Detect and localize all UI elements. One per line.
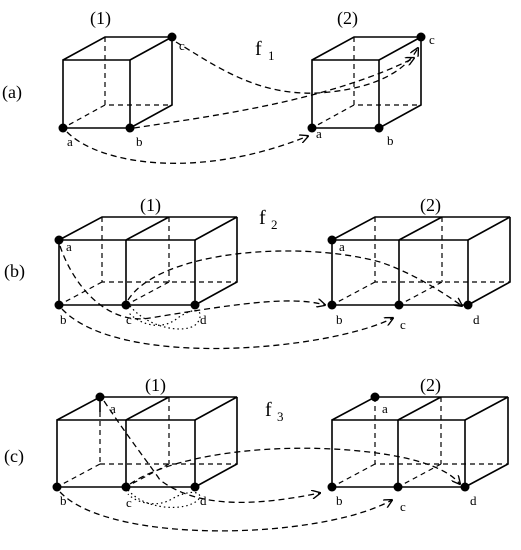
row-c-right-label-c: c (400, 499, 406, 514)
row-a-left-vertex-a (58, 123, 68, 133)
row-b-map-c (127, 250, 462, 306)
row-a-right-vertex-c (416, 32, 426, 42)
row-c-right-vertex-d (460, 482, 470, 492)
row-c-left-vertex-c (121, 482, 131, 492)
row-a-function-subscript: 1 (268, 48, 275, 63)
row-a-right-label-a: a (316, 126, 322, 141)
row-c-right-label-a: a (382, 401, 388, 416)
row-b-right-vertex-c (394, 300, 404, 310)
row-c: (1) (2) (c) f 3 a b c d (4, 375, 509, 532)
row-c-right-label-d: d (470, 493, 477, 508)
row-b-map-b (61, 308, 393, 350)
row-a-left-label-b: b (136, 134, 143, 149)
row-b-right-vertex-a (327, 235, 337, 245)
row-b-right-label-a: a (339, 239, 345, 254)
row-a-left-vertex-b (125, 123, 135, 133)
row-b-left-vertex-b (54, 300, 64, 310)
row-b-left-label-a: a (66, 239, 72, 254)
row-c-left-double-cube (56, 396, 238, 488)
row-b-label: (b) (4, 261, 25, 282)
row-c-left-label-a: a (110, 401, 116, 416)
row-a: (1) (2) (a) f 1 a b c a b c (2, 8, 435, 164)
row-b-left-label-d: d (200, 312, 207, 327)
row-c-map-b (59, 491, 392, 532)
row-c-right-double-cube (331, 396, 509, 488)
row-b-left-caption: (1) (140, 195, 161, 216)
row-a-label: (a) (2, 82, 22, 103)
row-c-label: (c) (4, 446, 24, 467)
row-c-left-label-d: d (200, 493, 207, 508)
row-b-right-label-b: b (336, 312, 343, 327)
row-c-right-label-b: b (336, 493, 343, 508)
row-c-map-a (103, 400, 320, 504)
row-b-left-label-b: b (60, 312, 67, 327)
row-c-right-vertex-a (370, 392, 380, 402)
row-a-map-b (133, 58, 414, 129)
row-b-right-vertex-b (327, 300, 337, 310)
row-c-right-vertex-c (393, 482, 403, 492)
row-b-function-subscript: 2 (271, 217, 278, 232)
row-b-right-label-c: c (400, 317, 406, 332)
row-b-function-name: f (259, 207, 266, 229)
row-c-right-vertex-b (327, 482, 337, 492)
row-b: (1) (2) (b) f 2 a b c d a b (4, 195, 511, 350)
row-c-left-caption: (1) (145, 375, 166, 396)
row-b-left-vertex-c (121, 300, 131, 310)
row-b-dotted-loop (127, 305, 201, 330)
row-a-right-vertex-b (374, 123, 384, 133)
row-a-right-cube (311, 36, 422, 129)
row-b-right-caption: (2) (420, 195, 441, 216)
row-c-left-label-b: b (60, 493, 67, 508)
row-b-left-vertex-d (190, 300, 200, 310)
row-b-right-label-d: d (473, 312, 480, 327)
row-c-left-vertex-b (52, 482, 62, 492)
row-c-function-subscript: 3 (277, 409, 284, 424)
row-c-function-name: f (265, 399, 272, 421)
row-b-left-label-c: c (126, 312, 132, 327)
row-a-right-label-c: c (429, 32, 435, 47)
row-a-left-label-c: c (179, 38, 185, 53)
row-c-map-c (129, 447, 460, 484)
row-a-right-label-b: b (387, 133, 394, 148)
row-b-right-double-cube (331, 216, 511, 306)
row-c-right-caption: (2) (420, 375, 441, 396)
row-a-left-label-a: a (67, 134, 73, 149)
row-c-left-vertex-a (95, 392, 105, 402)
row-a-right-caption: (2) (337, 8, 358, 29)
row-c-dotted-loop (127, 489, 201, 509)
row-a-right-vertex-a (307, 123, 317, 133)
row-a-left-caption: (1) (90, 8, 111, 29)
row-b-left-vertex-a (54, 235, 64, 245)
row-a-left-cube (62, 36, 173, 129)
row-b-right-vertex-d (463, 300, 473, 310)
row-a-map-c (175, 41, 418, 94)
row-c-left-label-c: c (126, 495, 132, 510)
row-b-map-a (59, 245, 325, 320)
row-c-left-vertex-d (190, 482, 200, 492)
row-a-function-name: f (255, 38, 262, 60)
row-a-map-a (66, 131, 308, 164)
row-a-left-vertex-c (167, 32, 177, 42)
